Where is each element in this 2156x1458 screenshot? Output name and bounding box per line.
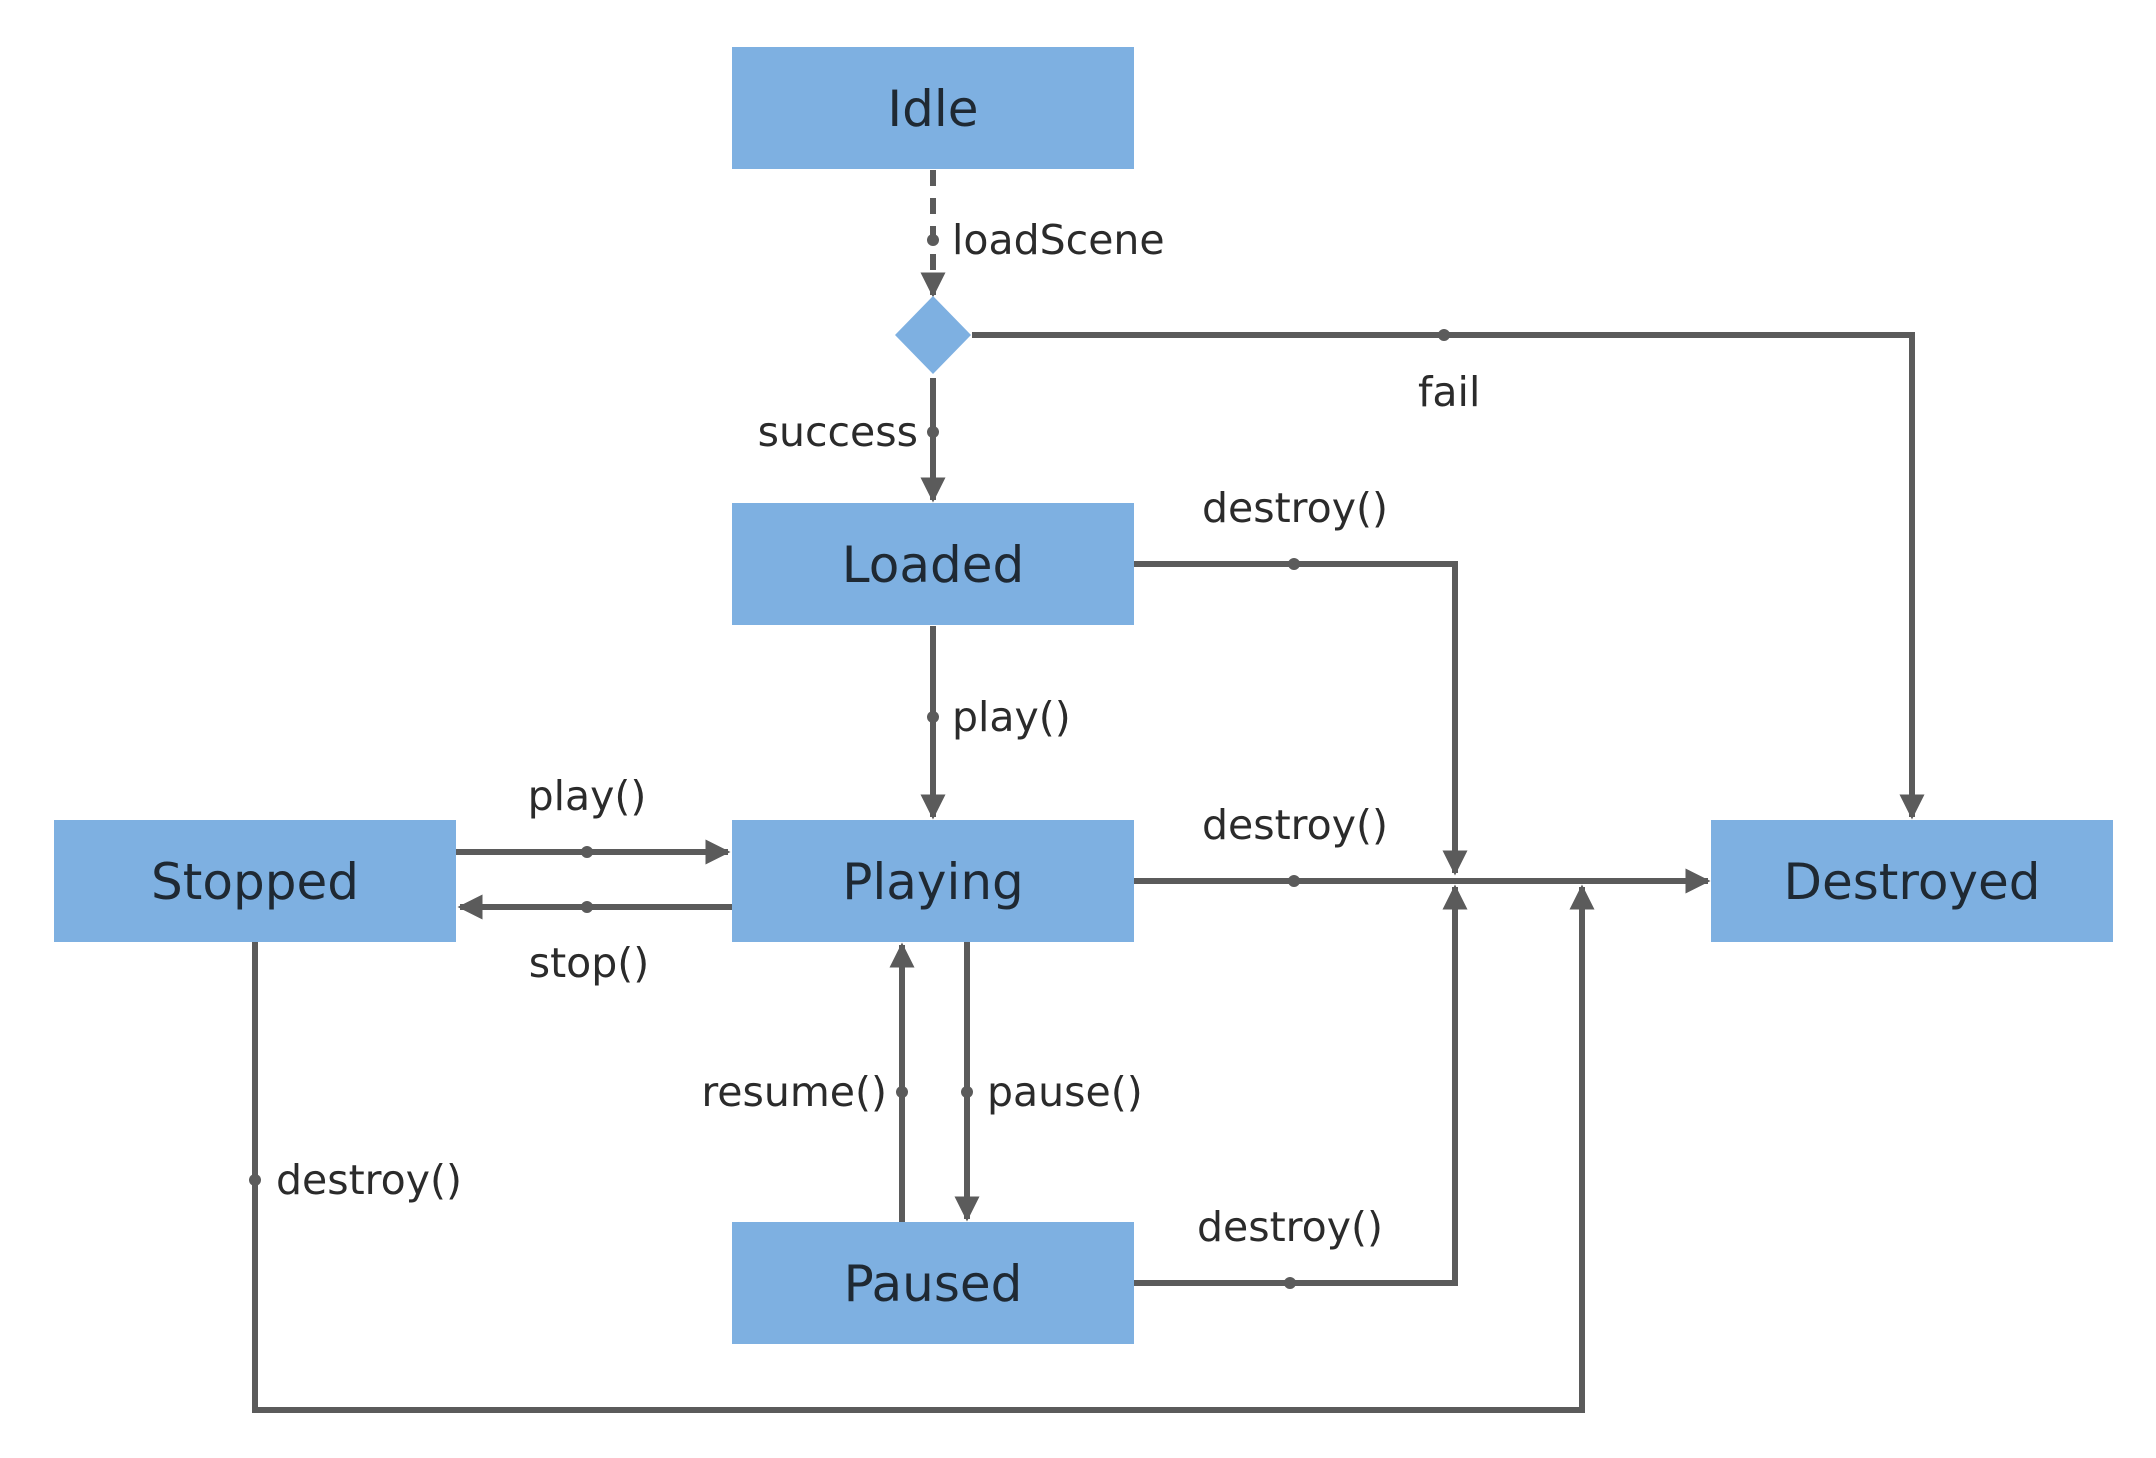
edge-paused-to-playing: resume() bbox=[701, 942, 915, 1222]
label-fail: fail bbox=[1418, 368, 1480, 416]
state-stopped-label: Stopped bbox=[151, 853, 359, 911]
label-loaded-play: play() bbox=[952, 693, 1071, 741]
label-paused-destroy: destroy() bbox=[1197, 1203, 1383, 1251]
label-stop: stop() bbox=[529, 939, 650, 987]
edge-playing-to-paused: pause() bbox=[954, 942, 1143, 1222]
state-paused: Paused bbox=[732, 1222, 1134, 1344]
label-playing-destroy: destroy() bbox=[1202, 801, 1388, 849]
edge-stopped-to-destroyed: destroy() bbox=[249, 884, 1595, 1413]
label-loadscene: loadScene bbox=[952, 216, 1165, 264]
label-resume: resume() bbox=[701, 1068, 887, 1116]
state-stopped: Stopped bbox=[54, 820, 456, 942]
state-idle-label: Idle bbox=[887, 80, 978, 138]
state-playing: Playing bbox=[732, 820, 1134, 942]
state-loaded-label: Loaded bbox=[842, 536, 1024, 594]
edge-playing-to-destroyed: destroy() bbox=[1134, 801, 1711, 894]
label-success: success bbox=[758, 408, 918, 456]
edge-loaded-to-destroyed: destroy() bbox=[1134, 484, 1468, 876]
state-playing-label: Playing bbox=[842, 853, 1024, 911]
label-loaded-destroy: destroy() bbox=[1202, 484, 1388, 532]
edge-paused-to-destroyed: destroy() bbox=[1134, 884, 1468, 1289]
edge-decision-to-loaded: success bbox=[758, 378, 946, 503]
state-idle: Idle bbox=[732, 47, 1134, 169]
label-pause: pause() bbox=[987, 1068, 1143, 1116]
state-paused-label: Paused bbox=[844, 1255, 1023, 1313]
label-stopped-destroy: destroy() bbox=[276, 1156, 462, 1204]
label-stopped-play: play() bbox=[528, 772, 647, 820]
decision-diamond bbox=[895, 296, 971, 374]
edge-decision-to-destroyed: fail bbox=[972, 329, 1925, 820]
edge-playing-to-stopped: stop() bbox=[457, 894, 732, 987]
state-loaded: Loaded bbox=[732, 503, 1134, 625]
state-destroyed: Destroyed bbox=[1711, 820, 2113, 942]
edge-stopped-to-playing: play() bbox=[456, 772, 731, 865]
state-destroyed-label: Destroyed bbox=[1783, 853, 2040, 911]
edge-idle-to-decision: loadScene bbox=[920, 170, 1165, 298]
edge-loaded-to-playing: play() bbox=[920, 626, 1071, 820]
